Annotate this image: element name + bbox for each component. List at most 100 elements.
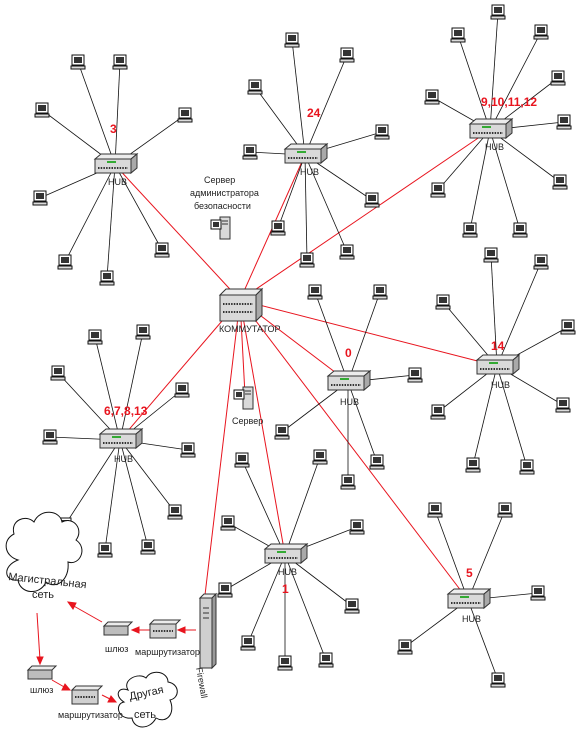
- hub-number: 3: [110, 122, 117, 136]
- pc-icon: [140, 539, 156, 555]
- pc-icon: [57, 254, 73, 270]
- link-hub-5: [239, 299, 469, 601]
- pc-icon: [277, 655, 293, 671]
- router-icon: [148, 619, 182, 639]
- pc-icon: [556, 114, 572, 130]
- link-firewall: [204, 299, 241, 596]
- pc-icon: [234, 452, 250, 468]
- pc-icon: [270, 220, 286, 236]
- pc-icon: [97, 542, 113, 558]
- pc-icon: [533, 24, 549, 40]
- link-hub-14: [239, 299, 498, 367]
- pc-icon: [339, 47, 355, 63]
- pc-icon: [424, 89, 440, 105]
- hub-number: 1: [282, 582, 289, 596]
- pc-icon: [70, 54, 86, 70]
- server-label: Сервер: [232, 416, 263, 426]
- switch-label: КОММУТАТОР: [219, 324, 280, 334]
- router-label: маршрутизатор: [135, 647, 200, 657]
- pc-icon: [50, 365, 66, 381]
- hub-number: 0: [345, 346, 352, 360]
- wan-links: [36, 601, 196, 703]
- pc-icon: [369, 454, 385, 470]
- hub-icon: [327, 370, 371, 391]
- pc-icon: [372, 284, 388, 300]
- pc-icon: [435, 294, 451, 310]
- hub-label: HUB: [108, 177, 127, 187]
- pc-icon: [430, 182, 446, 198]
- gateway-label: шлюз: [105, 644, 128, 654]
- router-label: маршрутизатор: [58, 710, 123, 720]
- pc-icon: [344, 598, 360, 614]
- hub-number: 14: [491, 339, 505, 353]
- pc-icon: [430, 404, 446, 420]
- pc-icon: [465, 457, 481, 473]
- hub-label: HUB: [485, 142, 504, 152]
- gateway-icon: [102, 621, 134, 636]
- pc-icon: [174, 382, 190, 398]
- hub-number: 6,7,8,13: [104, 404, 148, 418]
- hub-label: HUB: [278, 567, 297, 577]
- gateway-label: шлюз: [30, 685, 53, 695]
- pc-icon: [318, 652, 334, 668]
- pc-icon: [154, 242, 170, 258]
- hub-icon: [99, 428, 143, 449]
- pc-icon: [312, 449, 328, 465]
- pc-icon: [177, 107, 193, 123]
- hub-icon: [264, 543, 308, 564]
- pc-icon: [217, 582, 233, 598]
- server-icon: [233, 386, 254, 410]
- pc-icon: [339, 244, 355, 260]
- pc-icon: [242, 144, 258, 160]
- pc-icon: [220, 515, 236, 531]
- security-server-label-2: администратора: [190, 188, 259, 198]
- hub-label: HUB: [462, 614, 481, 624]
- pc-icon: [180, 442, 196, 458]
- pc-icon: [99, 270, 115, 286]
- hub-number: 9,10,11,12: [481, 95, 537, 109]
- pc-icon: [497, 502, 513, 518]
- link-hub-1: [239, 299, 286, 556]
- pc-icon: [512, 222, 528, 238]
- hub-label: HUB: [491, 380, 510, 390]
- hub-icon: [469, 118, 513, 139]
- pc-icon: [364, 192, 380, 208]
- firewall-icon: [198, 592, 218, 670]
- hubs: [94, 118, 520, 609]
- pc-icon: [533, 254, 549, 270]
- security-server-label-1: Сервер: [204, 175, 235, 185]
- pc-icon: [552, 174, 568, 190]
- hub-number: 5: [466, 566, 473, 580]
- spokes: [39, 11, 569, 681]
- hub-label: HUB: [340, 397, 359, 407]
- hub-numbers: 3 24 9,10,11,12 0 14 6,7,8,13 1 5: [104, 95, 537, 596]
- pc-icon: [112, 54, 128, 70]
- router-icon: [70, 685, 104, 705]
- pc-icon: [240, 635, 256, 651]
- link-hub-6-13: [119, 299, 241, 441]
- pc-icon: [397, 639, 413, 655]
- pc-icon: [555, 397, 571, 413]
- pc-icon: [34, 102, 50, 118]
- pc-icon: [407, 367, 423, 383]
- pc-icon: [167, 504, 183, 520]
- pc-icon: [307, 284, 323, 300]
- hub-icon: [284, 143, 328, 164]
- other-network-cloud-icon: [117, 671, 178, 728]
- hub-icon: [476, 354, 520, 375]
- pc-icon: [299, 252, 315, 268]
- link-hub-3: [114, 164, 241, 301]
- pc-icon: [374, 124, 390, 140]
- pc-icon: [247, 79, 263, 95]
- pc-icon: [340, 474, 356, 490]
- gateway-icon: [26, 665, 58, 680]
- pc-icon: [490, 4, 506, 20]
- pc-icon: [560, 319, 576, 335]
- pc-icon: [530, 585, 546, 601]
- backbone-cloud-icon: [5, 511, 83, 592]
- pc-icon: [427, 502, 443, 518]
- pc-icon: [519, 459, 535, 475]
- firewall-label: Firewall: [194, 667, 209, 699]
- pc-icon: [42, 429, 58, 445]
- pc-icon: [284, 32, 300, 48]
